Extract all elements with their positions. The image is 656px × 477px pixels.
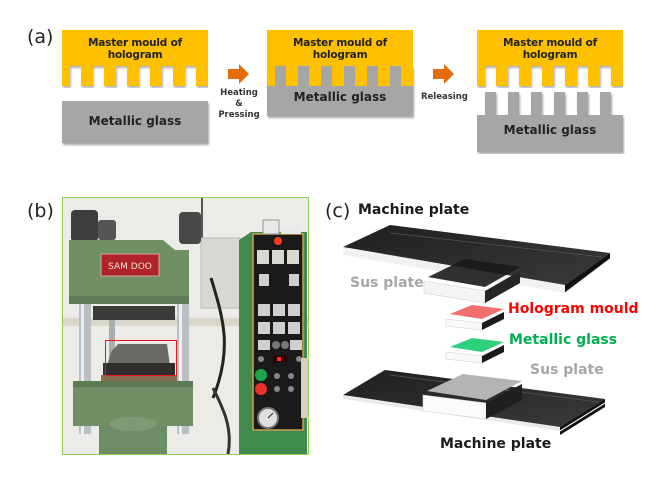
glass-shape: [477, 92, 623, 152]
label-metallic-glass: Metallic glass: [509, 332, 618, 348]
stage-1: Master mould of hologram Metallic glass: [62, 30, 208, 145]
step-line-1: Heating: [220, 88, 258, 98]
metallic-glass-patterned: Metallic glass: [477, 92, 623, 152]
sus-plate-top: [423, 259, 520, 304]
arrow-right-icon: [228, 64, 249, 84]
metallic-glass-piece: [445, 338, 504, 364]
step-releasing: Releasing: [421, 64, 468, 104]
panel-a-label: (a): [27, 26, 54, 48]
brand-plate-text: SAM DOO: [108, 262, 152, 272]
mould-shape: [477, 30, 623, 86]
hologram-mould-piece: [445, 305, 504, 331]
glass-label: Metallic glass: [503, 123, 597, 137]
mould-shape: [62, 30, 208, 86]
panel-c-label: (c): [325, 200, 351, 222]
mould-label: Master mould of hologram: [293, 37, 387, 61]
master-mould: Master mould of hologram: [62, 30, 208, 86]
press-machine-photo: SAM DOO: [62, 197, 309, 455]
label-machine-plate-bottom: Machine plate: [440, 436, 552, 452]
step-label-releasing: Releasing: [421, 92, 468, 102]
label-sus-plate-top: Sus plate: [350, 275, 424, 291]
arrow-right-icon: [433, 64, 454, 84]
label-hologram-mould: Hologram mould: [508, 301, 639, 317]
step-line-3: Pressing: [218, 110, 260, 120]
step-heating-pressing: Heating & Pressing: [218, 64, 260, 124]
mould-label: Master mould of hologram: [503, 37, 597, 61]
mould-shape: [267, 30, 413, 86]
highlight-box: [105, 340, 177, 376]
metallic-glass-block: Metallic glass: [62, 101, 208, 143]
step-label-heating: Heating & Pressing: [218, 88, 260, 121]
stage-3: Master mould of hologram Metallic glass: [477, 30, 623, 155]
press-stack-diagram: [343, 225, 611, 435]
sus-plate-bottom: [422, 374, 522, 420]
label-sus-plate-bottom: Sus plate: [530, 362, 604, 378]
glass-label: Metallic glass: [293, 90, 387, 104]
label-machine-plate-top: Machine plate: [358, 202, 470, 218]
stage-2: Metallic glass Master mould of hologram: [267, 30, 413, 120]
step-line-2: &: [235, 99, 243, 109]
panel-b-label: (b): [27, 200, 54, 222]
mould-label: Master mould of hologram: [88, 37, 182, 61]
master-mould: Master mould of hologram: [267, 30, 413, 86]
photo-illustration: SAM DOO: [63, 198, 308, 454]
master-mould: Master mould of hologram: [477, 30, 623, 86]
glass-label: Metallic glass: [88, 114, 182, 128]
